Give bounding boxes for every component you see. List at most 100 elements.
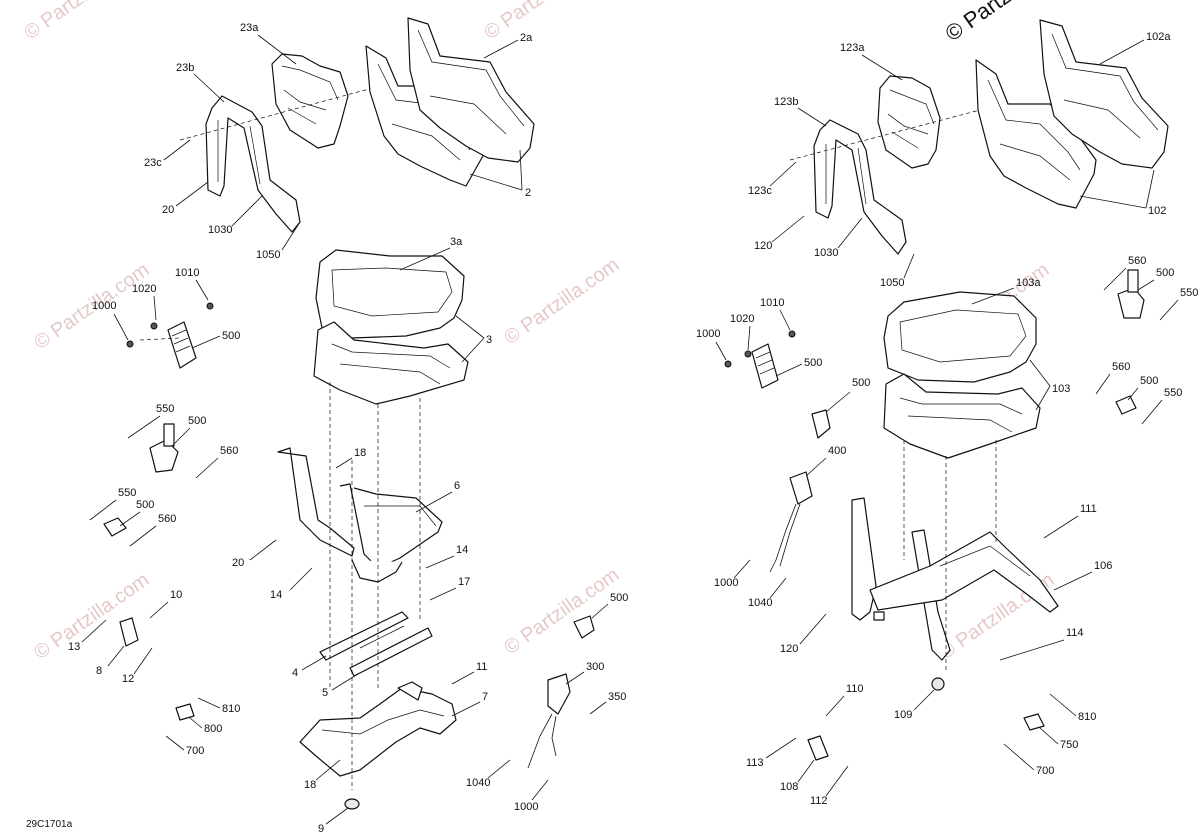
seatbelt-anchor-500 bbox=[1117, 269, 1145, 319]
callout-550-b: 550 bbox=[118, 487, 136, 499]
callout-12: 12 bbox=[122, 673, 134, 685]
callout-9: 9 bbox=[318, 823, 324, 835]
seatbelt-buckle-400 bbox=[769, 471, 813, 573]
callout-10: 10 bbox=[170, 589, 182, 601]
watermark: © Partzilla.com bbox=[20, 0, 143, 44]
callout-500-c: 500 bbox=[1140, 375, 1158, 387]
left-seat-assembly bbox=[103, 17, 595, 810]
plate-750 bbox=[1023, 713, 1045, 731]
callout-17: 17 bbox=[458, 576, 470, 588]
callout-14-right: 14 bbox=[456, 544, 468, 556]
headrest-pad-23a bbox=[271, 53, 349, 149]
callout-1020: 1020 bbox=[730, 313, 754, 325]
headrest-pad-123a bbox=[877, 75, 941, 169]
callout-750: 750 bbox=[1060, 739, 1078, 751]
callout-1030: 1030 bbox=[208, 224, 232, 236]
callout-18-a: 18 bbox=[354, 447, 366, 459]
callout-500-a: 500 bbox=[804, 357, 822, 369]
seat-back-2 bbox=[365, 17, 535, 187]
callout-111: 111 bbox=[1080, 503, 1097, 515]
callout-700: 700 bbox=[1036, 765, 1054, 777]
callout-550-b: 550 bbox=[1164, 387, 1182, 399]
seatbelt-retractor-500 bbox=[751, 343, 779, 389]
seat-rails-4-5 bbox=[319, 611, 433, 677]
callout-5: 5 bbox=[322, 687, 328, 699]
callout-810: 810 bbox=[1078, 711, 1096, 723]
callout-120-top: 120 bbox=[754, 240, 772, 252]
seat-frame-6 bbox=[277, 447, 443, 583]
watermark: © Partzilla.com bbox=[500, 564, 623, 659]
callout-13: 13 bbox=[68, 641, 80, 653]
callout-3a: 3a bbox=[450, 236, 463, 248]
callout-7: 7 bbox=[482, 691, 488, 703]
callout-20-top: 20 bbox=[162, 204, 174, 216]
callout-560-a: 560 bbox=[1128, 255, 1146, 267]
callout-560-b: 560 bbox=[1112, 361, 1130, 373]
callout-123c: 123c bbox=[748, 185, 772, 197]
callout-23b: 23b bbox=[176, 62, 194, 74]
callout-18-b: 18 bbox=[304, 779, 316, 791]
callout-560-b: 560 bbox=[158, 513, 176, 525]
callout-123a: 123a bbox=[840, 42, 865, 54]
callout-123b: 123b bbox=[774, 96, 798, 108]
figure-code: 29C1701a bbox=[26, 819, 73, 830]
callout-1010: 1010 bbox=[175, 267, 199, 279]
callout-114: 114 bbox=[1066, 627, 1084, 639]
right-callouts: 123a 123b 123c 120 1030 1050 102a 102 10… bbox=[696, 31, 1198, 807]
callout-1010: 1010 bbox=[760, 297, 784, 309]
callout-109: 109 bbox=[894, 709, 912, 721]
bumper-109 bbox=[931, 677, 945, 691]
right-seat-assembly bbox=[751, 19, 1169, 761]
callout-550-a: 550 bbox=[156, 403, 174, 415]
bracket-500 bbox=[103, 517, 127, 537]
callout-103a: 103a bbox=[1016, 277, 1041, 289]
callout-500-b: 500 bbox=[188, 415, 206, 427]
callout-3: 3 bbox=[486, 334, 492, 346]
callout-11: 11 bbox=[476, 661, 487, 673]
callout-500-c: 500 bbox=[136, 499, 154, 511]
callout-6: 6 bbox=[454, 480, 460, 492]
seatbelt-anchor-500 bbox=[149, 423, 179, 473]
plate-800 bbox=[175, 703, 195, 721]
callout-1000-b: 1000 bbox=[514, 801, 538, 813]
buckle-500 bbox=[573, 615, 595, 639]
callout-4: 4 bbox=[292, 667, 298, 679]
bumper-9 bbox=[344, 798, 360, 810]
callout-112: 112 bbox=[810, 795, 828, 807]
seatbelt-buckle-300 bbox=[527, 673, 571, 769]
seat-cushion-3 bbox=[313, 249, 469, 405]
callout-1030: 1030 bbox=[814, 247, 838, 259]
callout-700: 700 bbox=[186, 745, 204, 757]
callout-800: 800 bbox=[204, 723, 222, 735]
headrest-frame-123b bbox=[813, 119, 907, 255]
callout-500-b: 500 bbox=[1156, 267, 1174, 279]
callout-500-d: 500 bbox=[610, 592, 628, 604]
callout-1000-b: 1000 bbox=[714, 577, 738, 589]
callout-106: 106 bbox=[1094, 560, 1112, 572]
callout-2: 2 bbox=[525, 187, 531, 199]
callout-20-mid: 20 bbox=[232, 557, 244, 569]
callout-400: 400 bbox=[828, 445, 846, 457]
callout-810: 810 bbox=[222, 703, 240, 715]
callout-110: 110 bbox=[846, 683, 864, 695]
callout-350: 350 bbox=[608, 691, 626, 703]
bracket-500 bbox=[1115, 395, 1137, 415]
seat-cushion-103 bbox=[883, 291, 1041, 459]
callout-300: 300 bbox=[586, 661, 604, 673]
seat-frame-106 bbox=[851, 497, 1059, 661]
callout-8: 8 bbox=[96, 665, 102, 677]
seat-base-7 bbox=[299, 681, 457, 777]
callout-1050: 1050 bbox=[256, 249, 280, 261]
callout-108: 108 bbox=[780, 781, 798, 793]
hinge-8 bbox=[119, 617, 139, 647]
callout-1040: 1040 bbox=[466, 777, 490, 789]
callout-102a: 102a bbox=[1146, 31, 1171, 43]
callout-102: 102 bbox=[1148, 205, 1166, 217]
watermark: © Partzilla.com bbox=[30, 569, 153, 664]
callout-500-a: 500 bbox=[222, 330, 240, 342]
seat-back-102 bbox=[975, 19, 1169, 209]
watermark: © Partzilla.com bbox=[480, 0, 603, 44]
watermark: © Partzilla.com bbox=[500, 254, 623, 349]
callout-1020: 1020 bbox=[132, 283, 156, 295]
